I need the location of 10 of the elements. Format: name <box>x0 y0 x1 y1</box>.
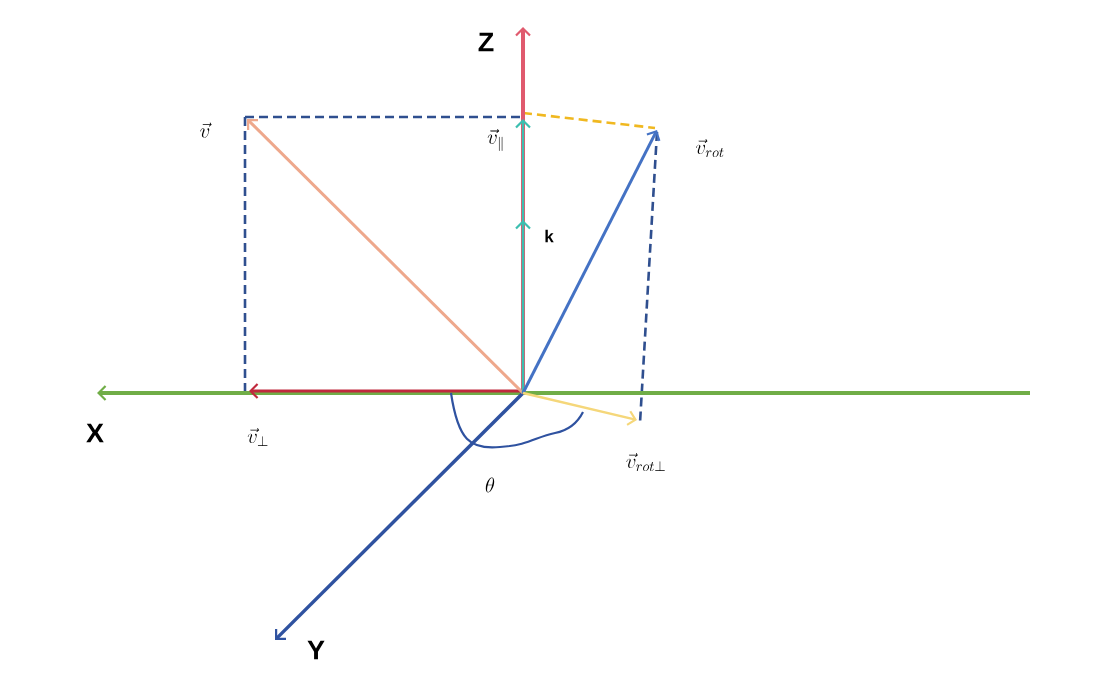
vector-label: $\vec{v}_{rot\perp}$ <box>626 453 665 472</box>
vector-label: $\vec{v}_{rot}$ <box>696 139 724 158</box>
vector-label: $\vec{v}_{\parallel}$ <box>487 128 503 151</box>
angle-label: $\theta$ <box>485 477 495 493</box>
axis-label: X <box>86 423 104 443</box>
vector-label: k <box>545 229 554 243</box>
axis-label: Z <box>478 32 494 52</box>
axis-label: Y <box>307 640 325 660</box>
vector-label: $\vec{v}_{\perp}$ <box>247 428 268 446</box>
vector-label: $\vec{v}$ <box>200 122 212 138</box>
